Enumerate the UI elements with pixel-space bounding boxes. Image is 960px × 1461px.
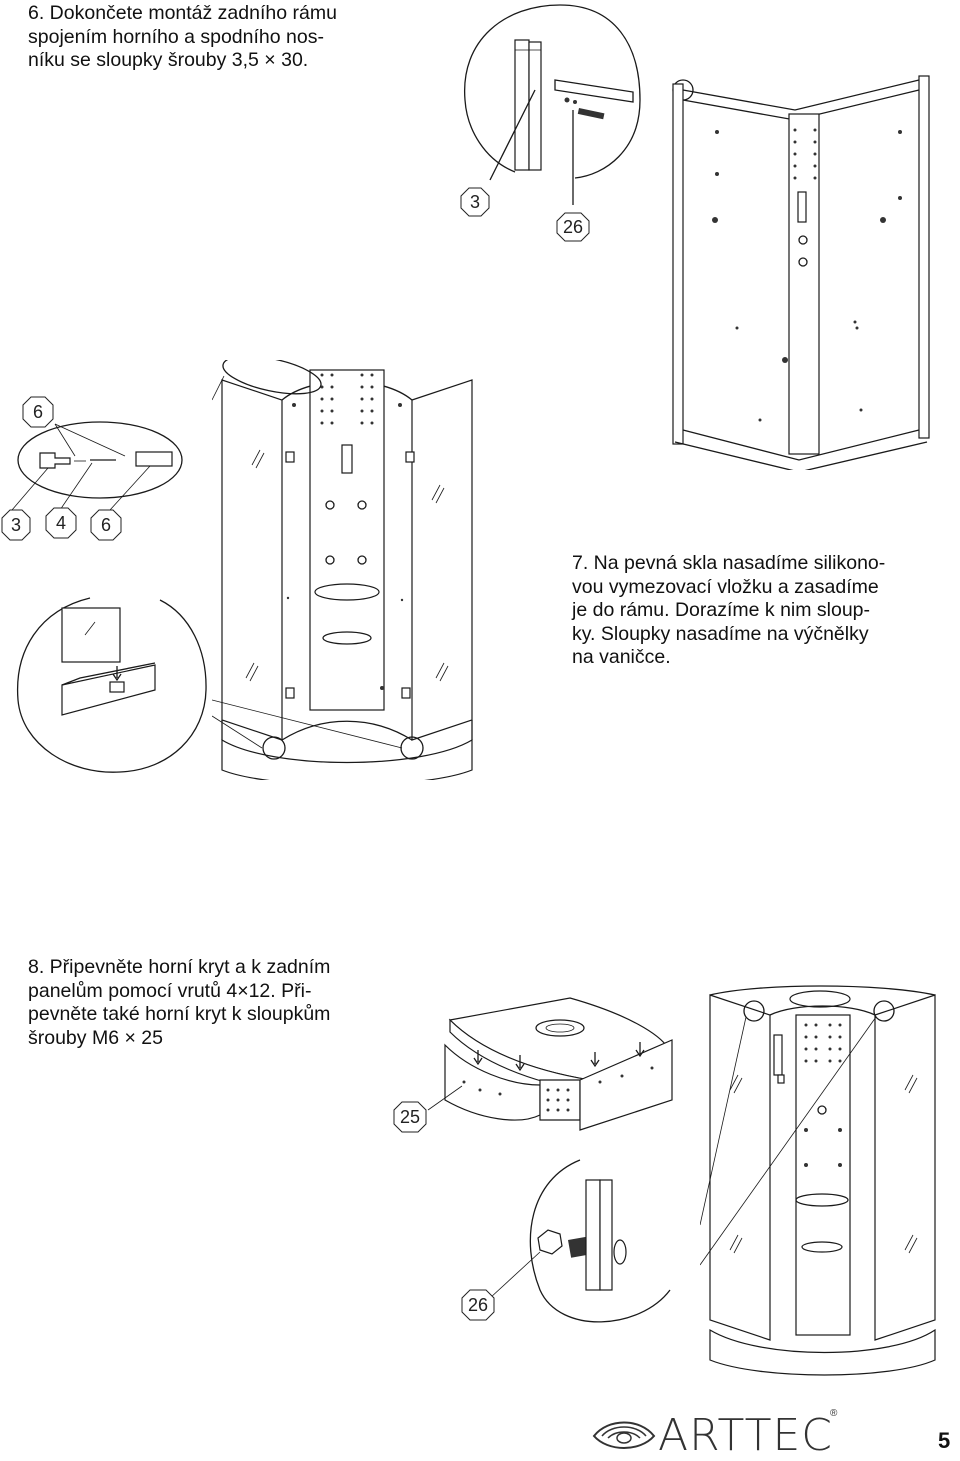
step-7-line-4: ky. Sloupky nasadíme na výčnělky — [572, 622, 869, 645]
callout-4: 4 — [45, 507, 77, 539]
step-8-instruction: 8. Připevněte horní kryt a k zadním pane… — [28, 956, 398, 1050]
arttec-logo: ARTTEC ® — [592, 1408, 842, 1461]
step-6-line-2: spojením horního a spodního nos- — [28, 25, 324, 48]
step-8-cover-figure: 25 26 — [393, 997, 673, 1323]
step-6-line-3: níku se sloupky šrouby 3,5 × 30. — [28, 49, 309, 71]
callout-6: 6 — [90, 509, 122, 541]
step-8-line-1: 8. Připevněte horní kryt a k zadním — [28, 956, 331, 978]
brand-name: ARTTEC — [658, 1410, 833, 1461]
callout-3-label: 3 — [470, 192, 480, 212]
callout-26-label: 26 — [563, 217, 583, 237]
step-6-frame-figure — [672, 75, 930, 470]
step-7-line-2: vou vymezovací vložku a zasadíme — [572, 575, 879, 598]
step-8-enclosure-figure — [700, 985, 936, 1376]
callout-4-label: 4 — [56, 513, 66, 533]
step-6-line-1: 6. Dokončete montáž zadního rámu — [28, 2, 337, 24]
step-7-enclosure-figure — [212, 360, 473, 780]
callout-25-label: 25 — [400, 1107, 420, 1127]
step-7-line-5: na vaničce. — [572, 646, 671, 668]
callout-6-top-label: 6 — [33, 402, 43, 422]
step-6-detail-figure: 3 26 — [460, 4, 641, 242]
arttec-eye-icon — [592, 1421, 656, 1449]
callout-3: 3 — [460, 187, 490, 217]
step-7-instruction: 7. Na pevná skla nasadíme silikono- vou … — [572, 552, 947, 670]
step-7-line-3: je do rámu. Dorazíme k nim sloup- — [572, 599, 871, 621]
registered-mark: ® — [830, 1408, 838, 1419]
callout-6-top: 6 — [22, 396, 54, 428]
step-7-detail-figure: 6 3 4 6 — [1, 396, 207, 773]
callout-25: 25 — [393, 1101, 427, 1133]
step-8-line-4: šrouby M6 × 25 — [28, 1026, 163, 1049]
callout-3-label-b: 3 — [11, 515, 21, 535]
callout-3: 3 — [1, 509, 31, 541]
callout-26-label-b: 26 — [468, 1295, 488, 1315]
callout-26: 26 — [461, 1289, 495, 1321]
step-7-line-1: 7. Na pevná skla nasadíme silikono- — [572, 552, 886, 574]
callout-26: 26 — [556, 212, 590, 242]
callout-6-label: 6 — [101, 515, 111, 535]
page-number: 5 — [938, 1428, 951, 1453]
step-6-instruction: 6. Dokončete montáž zadního rámu spojení… — [28, 2, 398, 73]
step-8-line-2: panelům pomocí vrutů 4×12. Při- — [28, 979, 312, 1002]
step-8-line-3: pevněte také horní kryt k sloupkům — [28, 1003, 331, 1025]
